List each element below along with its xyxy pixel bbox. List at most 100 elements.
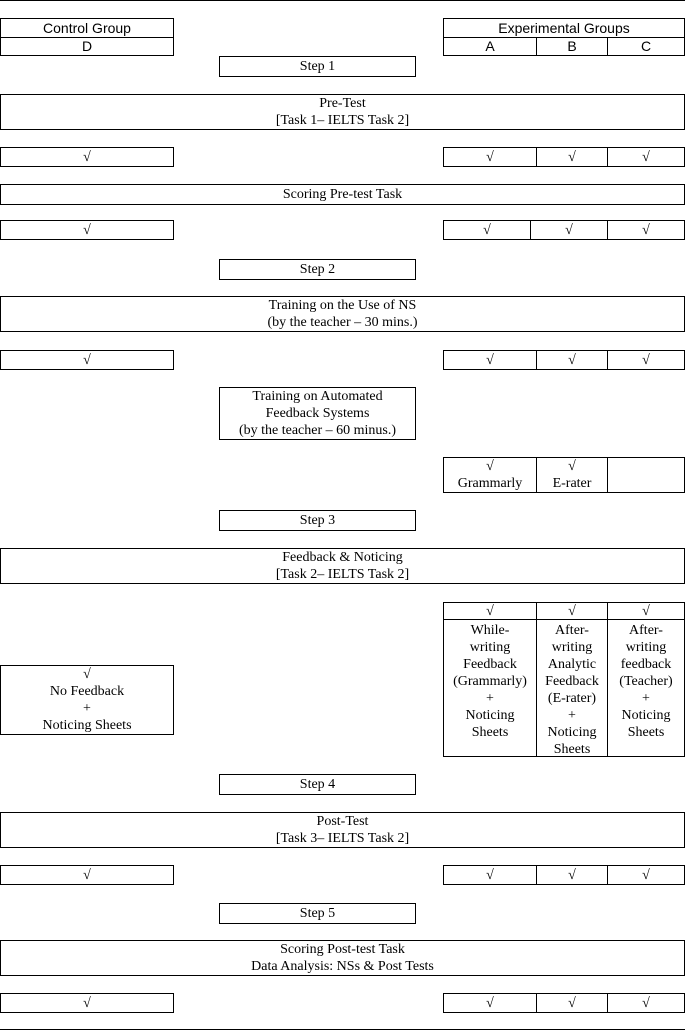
feedback-line: Noticing	[547, 725, 597, 740]
feedback-line: +	[642, 691, 650, 706]
group-a-header: A	[443, 37, 537, 56]
check-mark: √	[83, 667, 91, 682]
feedback-line: (Grammarly)	[453, 674, 527, 689]
feedback-noticing-box: Feedback & Noticing [Task 2– IELTS Task …	[0, 548, 685, 584]
scoring-posttest-title: Scoring Post-test Task	[280, 942, 405, 957]
check-mark: √	[642, 222, 650, 238]
step-1-label: Step 1	[299, 59, 336, 74]
check-mark: √	[642, 995, 650, 1011]
feedback-line: +	[486, 691, 494, 706]
step-4-label: Step 4	[299, 777, 336, 792]
training-ns-check-b: √	[536, 350, 608, 370]
training-afs-line-2: Feedback Systems	[265, 406, 370, 421]
e-rater-label: E-rater	[552, 476, 592, 491]
check-mark: √	[642, 603, 650, 619]
afs-tool-b: √ E-rater	[536, 457, 608, 493]
final-check-c: √	[607, 993, 685, 1013]
feedback-line: writing	[469, 640, 511, 655]
group-b-feedback: After- writing Analytic Feedback (E-rate…	[536, 619, 608, 757]
experimental-groups-header: Experimental Groups	[443, 18, 685, 38]
feedback-check-b: √	[536, 602, 608, 620]
check-mark: √	[568, 459, 576, 474]
training-ns-title: Training on the Use of NS	[268, 298, 417, 313]
pretest-check-c: √	[607, 147, 685, 167]
check-mark: √	[568, 603, 576, 619]
posttest-check-c: √	[607, 865, 685, 885]
training-ns-detail: (by the teacher – 30 mins.)	[267, 315, 418, 330]
check-mark: √	[568, 867, 576, 883]
check-mark: √	[486, 352, 494, 368]
training-ns-check-c: √	[607, 350, 685, 370]
check-mark: √	[83, 867, 91, 883]
check-mark: √	[83, 352, 91, 368]
scoring-pretest-label: Scoring Pre-test Task	[282, 187, 403, 202]
control-feedback-line: No Feedback	[49, 684, 125, 699]
scoring-check-d: √	[0, 220, 174, 240]
training-ns-check-a: √	[443, 350, 537, 370]
step-5-label: Step 5	[299, 906, 336, 921]
training-afs-line-1: Training on Automated	[252, 389, 383, 404]
control-group-header: Control Group	[0, 18, 174, 38]
check-mark: √	[642, 352, 650, 368]
group-c-feedback: After- writing feedback (Teacher) + Noti…	[607, 619, 685, 757]
feedback-line: Analytic	[547, 657, 597, 672]
scoring-check-c: √	[607, 220, 685, 240]
check-mark: √	[568, 149, 576, 165]
feedback-noticing-task: [Task 2– IELTS Task 2]	[275, 567, 410, 582]
check-mark: √	[83, 149, 91, 165]
experimental-groups-label: Experimental Groups	[498, 19, 630, 36]
check-mark: √	[83, 222, 91, 238]
afs-tool-a: √ Grammarly	[443, 457, 537, 493]
group-a-label: A	[485, 38, 495, 54]
grammarly-label: Grammarly	[457, 476, 523, 491]
check-mark: √	[486, 459, 494, 474]
feedback-line: Noticing	[465, 708, 515, 723]
check-mark: √	[568, 352, 576, 368]
posttest-check-d: √	[0, 865, 174, 885]
step-3-label: Step 3	[299, 513, 336, 528]
feedback-line: Feedback	[463, 657, 517, 672]
feedback-line: Sheets	[627, 725, 665, 740]
group-a-feedback: While- writing Feedback (Grammarly) + No…	[443, 619, 537, 757]
step-5-box: Step 5	[219, 903, 416, 924]
control-feedback-line: Noticing Sheets	[42, 718, 132, 733]
pretest-check-d: √	[0, 147, 174, 167]
training-ns-check-d: √	[0, 350, 174, 370]
feedback-check-a: √	[443, 602, 537, 620]
scoring-posttest-box: Scoring Post-test Task Data Analysis: NS…	[0, 940, 685, 976]
training-afs-line-3: (by the teacher – 60 minus.)	[238, 423, 397, 438]
step-2-box: Step 2	[219, 259, 416, 280]
check-mark: √	[486, 603, 494, 619]
feedback-line: (Teacher)	[619, 674, 673, 689]
posttest-check-b: √	[536, 865, 608, 885]
check-mark: √	[483, 222, 491, 238]
feedback-line: Sheets	[553, 742, 591, 757]
feedback-check-c: √	[607, 602, 685, 620]
feedback-line: While-	[470, 623, 510, 638]
feedback-line: writing	[551, 640, 593, 655]
check-mark: √	[486, 995, 494, 1011]
final-check-a: √	[443, 993, 537, 1013]
scoring-check-a: √	[443, 220, 531, 240]
feedback-line: (E-rater)	[547, 691, 597, 706]
check-mark: √	[642, 149, 650, 165]
step-3-box: Step 3	[219, 510, 416, 531]
step-1-box: Step 1	[219, 56, 416, 77]
pretest-task: [Task 1– IELTS Task 2]	[275, 113, 410, 128]
posttest-title: Post-Test	[316, 814, 369, 829]
pretest-box: Pre-Test [Task 1– IELTS Task 2]	[0, 94, 685, 130]
afs-tool-c-empty	[607, 457, 685, 493]
group-c-label: C	[640, 38, 652, 54]
control-group-label: Control Group	[43, 19, 131, 36]
control-feedback-line: +	[83, 701, 91, 716]
step-2-label: Step 2	[299, 262, 336, 277]
scoring-check-b: √	[530, 220, 608, 240]
bottom-rule	[0, 1029, 685, 1030]
group-d-label: D	[81, 38, 93, 54]
pretest-check-a: √	[443, 147, 537, 167]
feedback-line: Noticing	[621, 708, 671, 723]
posttest-task: [Task 3– IELTS Task 2]	[275, 831, 410, 846]
feedback-noticing-title: Feedback & Noticing	[282, 550, 403, 565]
check-mark: √	[642, 867, 650, 883]
feedback-line: After-	[555, 623, 589, 638]
